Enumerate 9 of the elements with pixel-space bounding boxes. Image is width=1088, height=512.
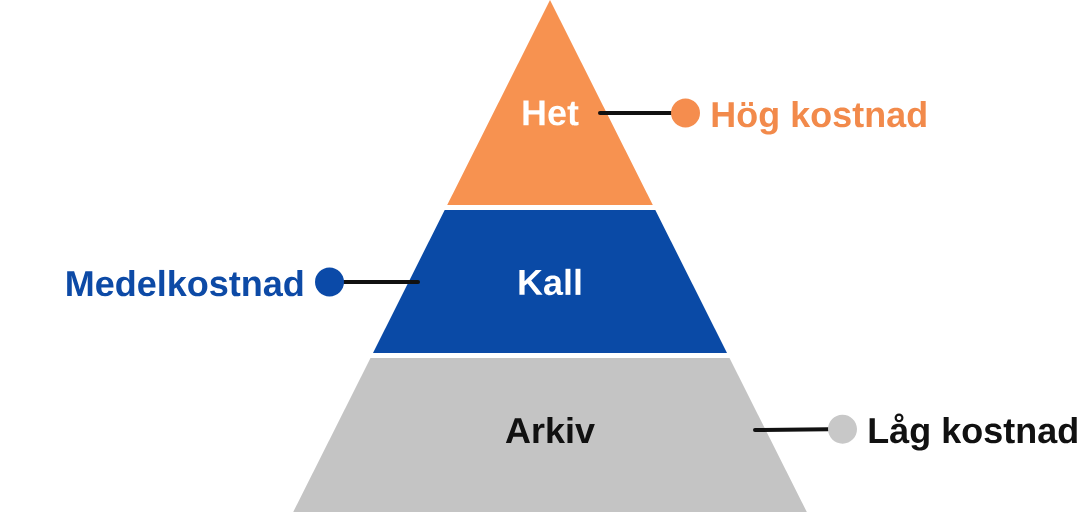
leader-line bbox=[315, 267, 420, 297]
cost-label: Hög kostnad bbox=[712, 100, 926, 135]
cost-label: Medelkostnad bbox=[67, 269, 303, 297]
leader-line bbox=[598, 98, 700, 128]
cost-label: Låg kostnad bbox=[869, 413, 1077, 451]
pyramid-tier: Arkiv bbox=[293, 358, 807, 512]
leader-line bbox=[753, 414, 857, 444]
pyramid-tier: Het bbox=[447, 0, 653, 205]
pyramid-tier: Kall bbox=[373, 210, 727, 353]
